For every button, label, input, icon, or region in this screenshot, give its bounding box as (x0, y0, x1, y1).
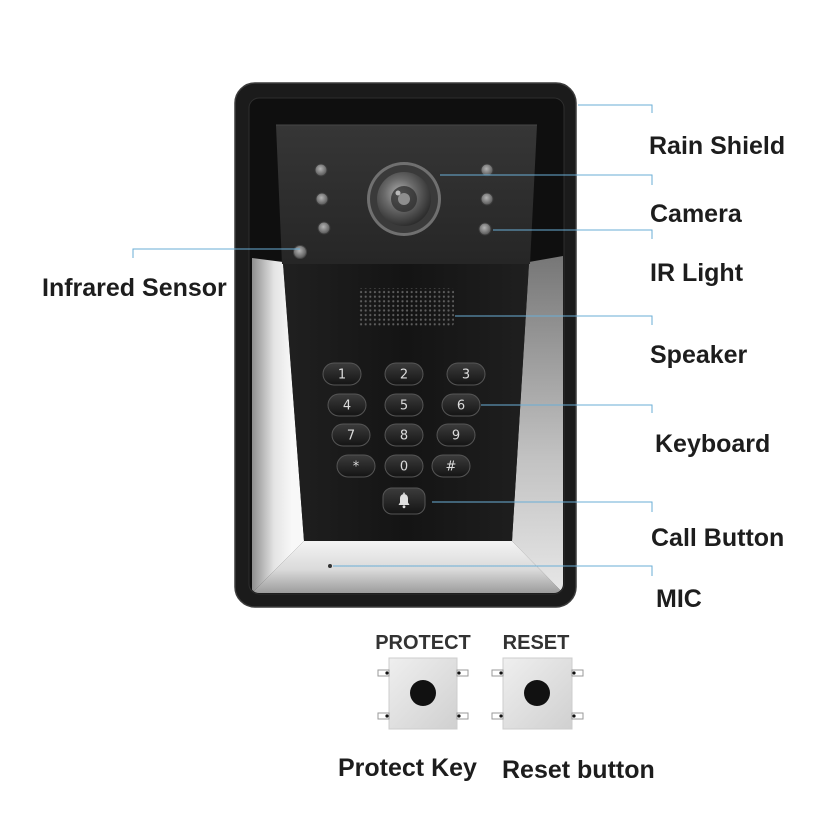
keypad-key-0: 0 (384, 454, 424, 478)
label-infrared-sensor: Infrared Sensor (42, 274, 227, 302)
key-label: 3 (462, 368, 470, 383)
reset-caption: Reset button (502, 756, 655, 784)
key-label: * (353, 460, 360, 475)
keypad-key-7: 7 (331, 423, 371, 447)
protect-caption: Protect Key (338, 754, 477, 782)
key-label: 2 (400, 368, 408, 383)
silver-surround (252, 256, 563, 593)
reset-header: RESET (503, 632, 570, 654)
key-label: 6 (457, 399, 465, 414)
leader-line-ir-light (493, 229, 653, 239)
protect-header: PROTECT (375, 632, 471, 654)
leader-line-infrared-sensor (132, 248, 300, 258)
label-keyboard: Keyboard (655, 430, 770, 458)
infrared-sensor (293, 245, 307, 259)
keypad-key-5: 5 (384, 393, 424, 417)
protect-switch-knob (410, 680, 436, 706)
keypad-key-6: 6 (441, 393, 481, 417)
speaker-grille (358, 288, 454, 326)
keypad-key-2: 2 (384, 362, 424, 386)
leader-line-call-button (432, 501, 653, 512)
keypad-key-8: 8 (384, 423, 424, 447)
protect-switch-pins (377, 669, 469, 720)
ir-light-left (314, 163, 331, 235)
leader-lines (132, 104, 653, 576)
label-ir-light: IR Light (650, 259, 744, 287)
keypad-key-3: 3 (446, 362, 486, 386)
key-label: 5 (400, 399, 408, 414)
label-rain-shield: Rain Shield (649, 132, 785, 160)
right-bevel (512, 256, 563, 593)
leader-line-speaker (455, 315, 653, 325)
key-label: 7 (347, 429, 355, 444)
leader-line-mic (333, 565, 653, 576)
doorbell-unit: 1 2 3 4 5 6 7 8 9 * 0 # (234, 82, 577, 608)
camera-lens (367, 162, 441, 236)
key-label: 4 (343, 399, 351, 414)
key-label: # (446, 460, 457, 475)
key-label: 9 (452, 429, 460, 444)
leader-line-rain-shield (578, 104, 653, 113)
keypad: 1 2 3 4 5 6 7 8 9 * 0 # (322, 362, 486, 478)
keypad-key-star: * (336, 454, 376, 478)
keypad-key-4: 4 (327, 393, 367, 417)
label-mic: MIC (656, 585, 702, 613)
bell-icon (398, 492, 410, 509)
call-button (382, 487, 426, 515)
leader-line-keyboard (481, 404, 653, 413)
bottom-bevel (252, 541, 563, 593)
protect-switch: PROTECT Protect Key (338, 632, 477, 782)
keypad-key-9: 9 (436, 423, 476, 447)
key-label: 0 (400, 460, 408, 475)
keypad-key-1: 1 (322, 362, 362, 386)
reset-switch: RESET Reset button (491, 632, 655, 784)
label-camera: Camera (650, 200, 743, 228)
reset-switch-pins (491, 669, 584, 720)
reset-switch-knob (524, 680, 550, 706)
leader-line-camera (440, 174, 653, 185)
key-label: 8 (400, 429, 408, 444)
label-speaker: Speaker (650, 341, 748, 369)
key-label: 1 (338, 368, 346, 383)
label-call-button: Call Button (651, 524, 784, 552)
keypad-key-hash: # (431, 454, 471, 478)
left-bevel (252, 258, 304, 593)
mic-hole (328, 564, 332, 568)
ir-light-right (478, 163, 494, 236)
